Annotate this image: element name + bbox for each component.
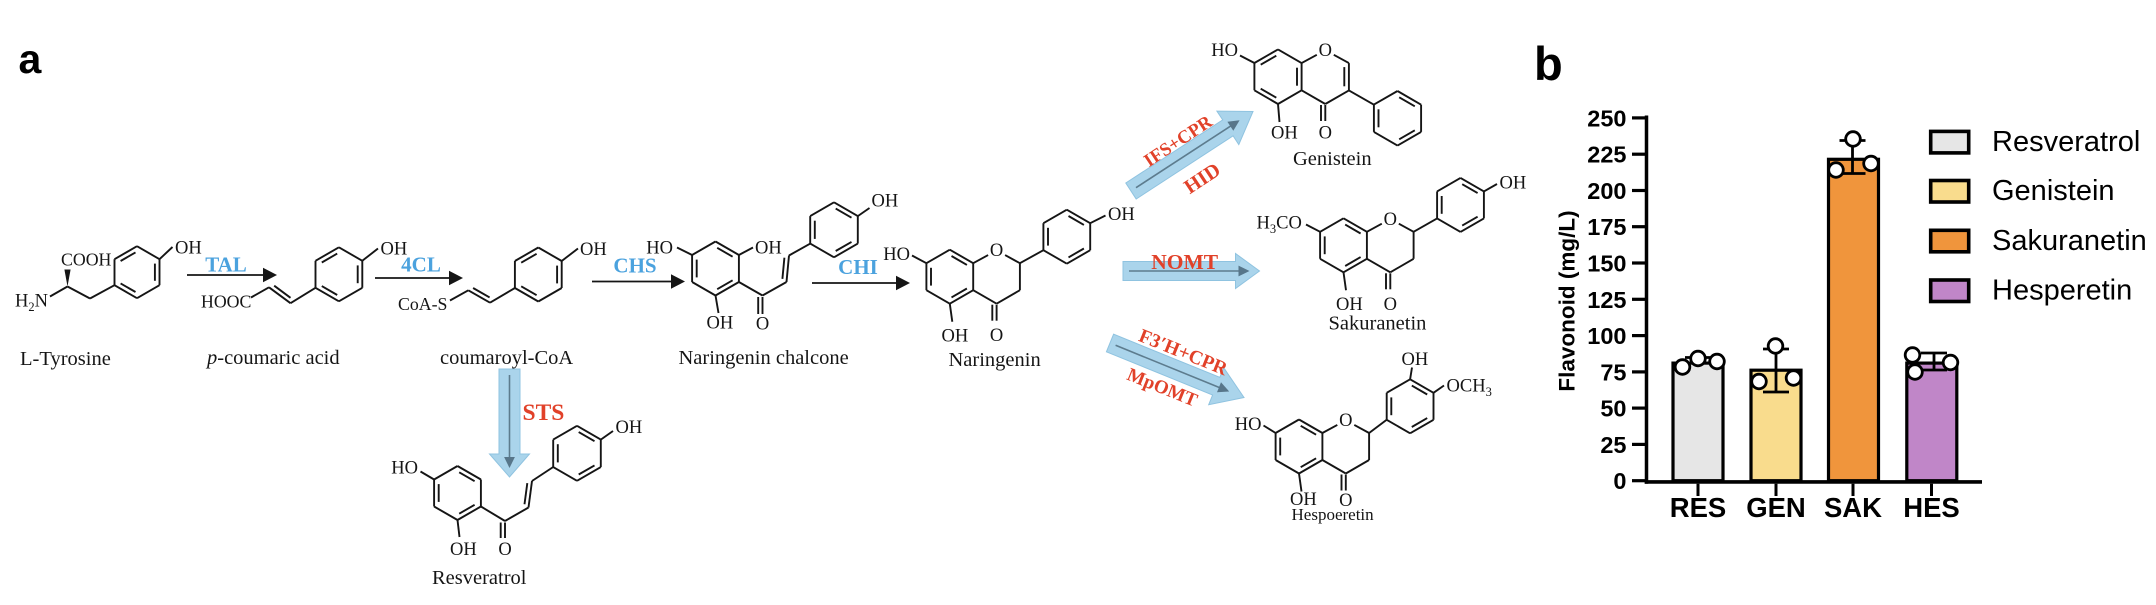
svg-text:HO: HO xyxy=(391,459,418,479)
svg-text:HO: HO xyxy=(646,239,673,259)
svg-text:coumaroyl-CoA: coumaroyl-CoA xyxy=(440,347,573,369)
svg-text:100: 100 xyxy=(1587,323,1626,349)
svg-text:OH: OH xyxy=(450,540,477,560)
svg-text:25: 25 xyxy=(1600,432,1626,458)
svg-text:b: b xyxy=(1534,37,1563,90)
svg-text:H2​N: H2​N xyxy=(15,292,48,315)
svg-text:Sakuranetin: Sakuranetin xyxy=(1329,313,1427,335)
svg-text:a: a xyxy=(19,36,43,82)
svg-text:CHI: CHI xyxy=(838,255,878,279)
svg-text:HO: HO xyxy=(883,245,910,265)
svg-text:50: 50 xyxy=(1600,396,1626,422)
svg-text:L-Tyrosine: L-Tyrosine xyxy=(20,348,111,370)
svg-text:H3​CO: H3​CO xyxy=(1257,214,1302,237)
svg-text:O: O xyxy=(1384,210,1397,230)
svg-text:HES: HES xyxy=(1903,492,1960,523)
svg-text:O: O xyxy=(990,241,1003,261)
svg-text:150: 150 xyxy=(1587,251,1626,277)
svg-text:O: O xyxy=(1319,124,1332,144)
svg-text:OH: OH xyxy=(1402,350,1429,370)
svg-text:OH: OH xyxy=(755,239,782,259)
svg-text:Genistein: Genistein xyxy=(1992,175,2115,207)
svg-text:0: 0 xyxy=(1613,468,1626,494)
svg-text:HO: HO xyxy=(1235,415,1262,435)
svg-text:4CL: 4CL xyxy=(401,253,441,277)
svg-text:OH: OH xyxy=(616,418,643,438)
svg-text:O: O xyxy=(756,315,769,335)
svg-text:Hespoeretin: Hespoeretin xyxy=(1292,505,1375,524)
svg-text:Flavonoid (mg/L): Flavonoid (mg/L) xyxy=(1555,210,1580,391)
svg-text:OH: OH xyxy=(1336,295,1363,315)
svg-text:Resveratrol: Resveratrol xyxy=(432,567,527,589)
svg-text:OH: OH xyxy=(175,239,202,259)
svg-text:HO: HO xyxy=(1211,41,1238,61)
svg-text:COOH: COOH xyxy=(61,250,112,270)
svg-text:O: O xyxy=(1339,491,1352,511)
svg-text:OH: OH xyxy=(707,314,734,334)
svg-text:CHS: CHS xyxy=(613,254,656,278)
svg-text:O: O xyxy=(1339,411,1352,431)
svg-text:OH: OH xyxy=(1290,490,1317,510)
svg-text:OH: OH xyxy=(381,240,408,260)
svg-text:Naringenin chalcone: Naringenin chalcone xyxy=(679,347,849,369)
svg-text:Naringenin: Naringenin xyxy=(949,349,1041,371)
svg-text:250: 250 xyxy=(1587,105,1626,131)
svg-text:GEN: GEN xyxy=(1746,492,1806,523)
svg-text:SAK: SAK xyxy=(1824,492,1882,523)
svg-text:OH: OH xyxy=(1108,205,1135,225)
svg-text:125: 125 xyxy=(1587,287,1626,313)
svg-text:Resveratrol: Resveratrol xyxy=(1992,126,2140,158)
svg-text:RES: RES xyxy=(1670,492,1727,523)
svg-text:OH: OH xyxy=(942,327,969,347)
svg-text:TAL: TAL xyxy=(205,253,247,277)
svg-text:NOMT: NOMT xyxy=(1151,250,1219,274)
svg-text:p-coumaric acid: p-coumaric acid xyxy=(205,347,340,369)
svg-text:OCH3​: OCH3​ xyxy=(1447,377,1492,400)
svg-text:75: 75 xyxy=(1600,359,1626,385)
svg-text:OH: OH xyxy=(872,192,899,212)
svg-text:Hesperetin: Hesperetin xyxy=(1992,275,2132,307)
svg-text:Genistein: Genistein xyxy=(1293,148,1372,170)
svg-text:OH: OH xyxy=(580,240,607,260)
svg-text:CoA-S: CoA-S xyxy=(398,294,447,314)
svg-text:HOOC: HOOC xyxy=(201,292,251,312)
svg-text:O: O xyxy=(990,326,1003,346)
svg-text:Sakuranetin: Sakuranetin xyxy=(1992,225,2147,257)
svg-text:175: 175 xyxy=(1587,214,1626,240)
svg-text:OH: OH xyxy=(1500,174,1527,194)
svg-text:225: 225 xyxy=(1587,142,1626,168)
svg-text:O: O xyxy=(1319,41,1332,61)
svg-text:STS: STS xyxy=(523,400,565,426)
svg-text:OH: OH xyxy=(1271,124,1298,144)
svg-text:O: O xyxy=(1384,295,1397,315)
svg-text:O: O xyxy=(498,540,511,560)
svg-text:200: 200 xyxy=(1587,178,1626,204)
